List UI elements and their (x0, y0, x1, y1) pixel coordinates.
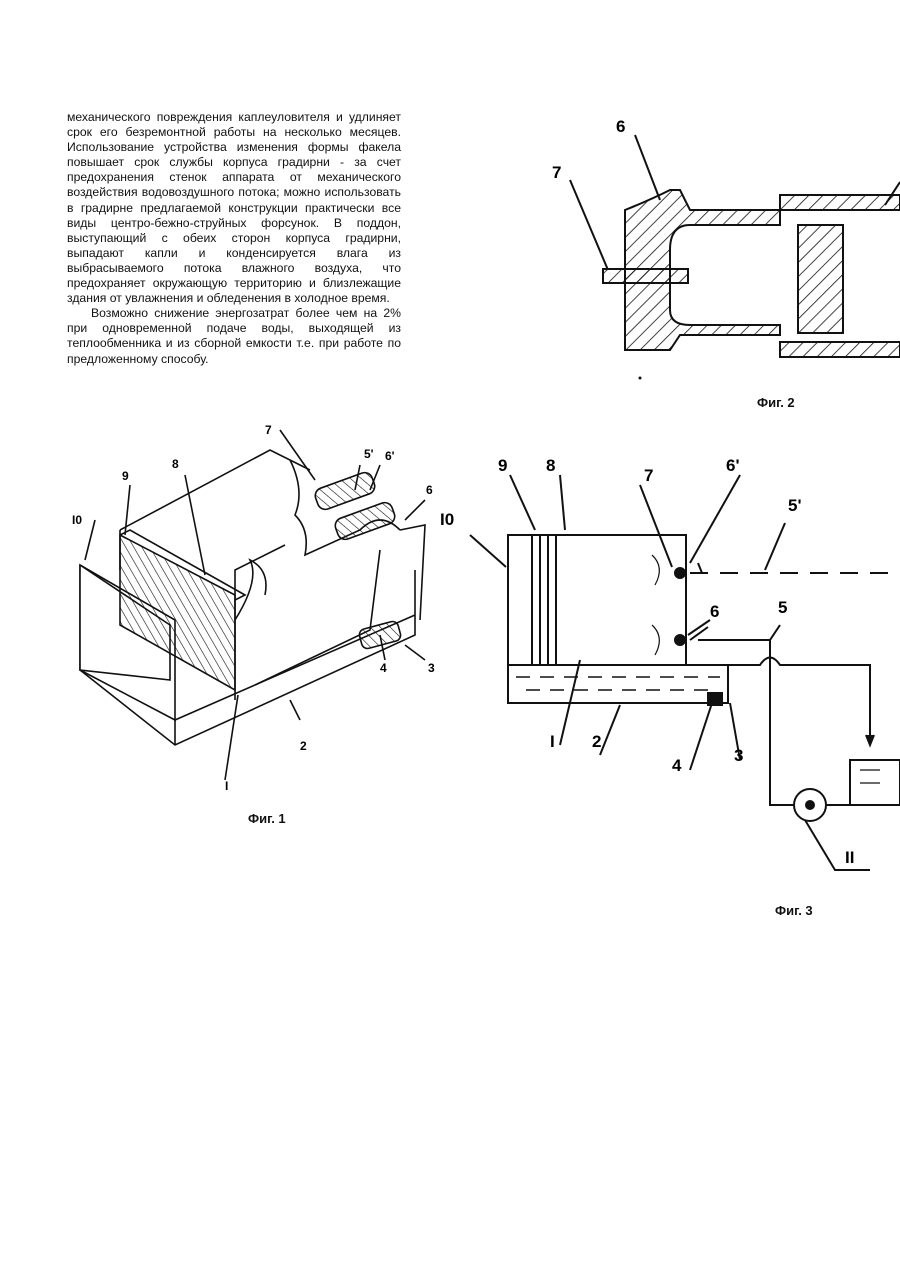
fig1-label-6: 6 (426, 483, 433, 497)
fig3-label-11: II (845, 848, 854, 867)
figure-3-drawing: 9 8 7 6' 5' I0 6 5 I 2 4 3 II (440, 445, 900, 900)
fig1-label-6prime: 6' (385, 449, 395, 463)
paragraph-2: Возможно снижение энергозатрат более чем… (67, 306, 401, 366)
fig3-label-1: I (550, 732, 555, 751)
figure-3-caption: Фиг. 3 (775, 903, 813, 918)
fig2-label-7: 7 (552, 163, 561, 182)
fig3-label-8: 8 (546, 456, 555, 475)
fig1-label-1: I (225, 779, 228, 793)
fig1-label-8: 8 (172, 457, 179, 471)
fig3-label-2: 2 (592, 732, 601, 751)
fig1-label-10: I0 (72, 513, 82, 527)
fig1-label-3: 3 (428, 661, 435, 675)
fig3-label-5: 5 (778, 598, 787, 617)
fig1-label-9: 9 (122, 469, 129, 483)
fig3-label-10: I0 (440, 510, 454, 529)
figure-1-drawing: 7 9 8 I0 5' 6' 6 3 4 2 I (60, 420, 440, 810)
body-text: механического повреждения каплеуловителя… (67, 110, 401, 367)
fig2-label-6: 6 (616, 117, 625, 136)
fig1-label-7: 7 (265, 423, 272, 437)
fig3-label-3: 3 (734, 746, 743, 765)
fig1-label-4: 4 (380, 661, 387, 675)
figure-2-drawing: 6 7 (540, 110, 900, 380)
fig3-label-9: 9 (498, 456, 507, 475)
fig3-label-5prime: 5' (788, 496, 802, 515)
paragraph-1: механического повреждения каплеуловителя… (67, 110, 401, 306)
fig3-label-4: 4 (672, 756, 682, 775)
fig1-label-2: 2 (300, 739, 307, 753)
fig3-label-6: 6 (710, 602, 719, 621)
fig3-label-6prime: 6' (726, 456, 740, 475)
fig1-label-5prime: 5' (364, 447, 374, 461)
figure-1-caption: Фиг. 1 (248, 811, 286, 826)
figure-2-caption: Фиг. 2 (757, 395, 795, 410)
fig3-label-7: 7 (644, 466, 653, 485)
